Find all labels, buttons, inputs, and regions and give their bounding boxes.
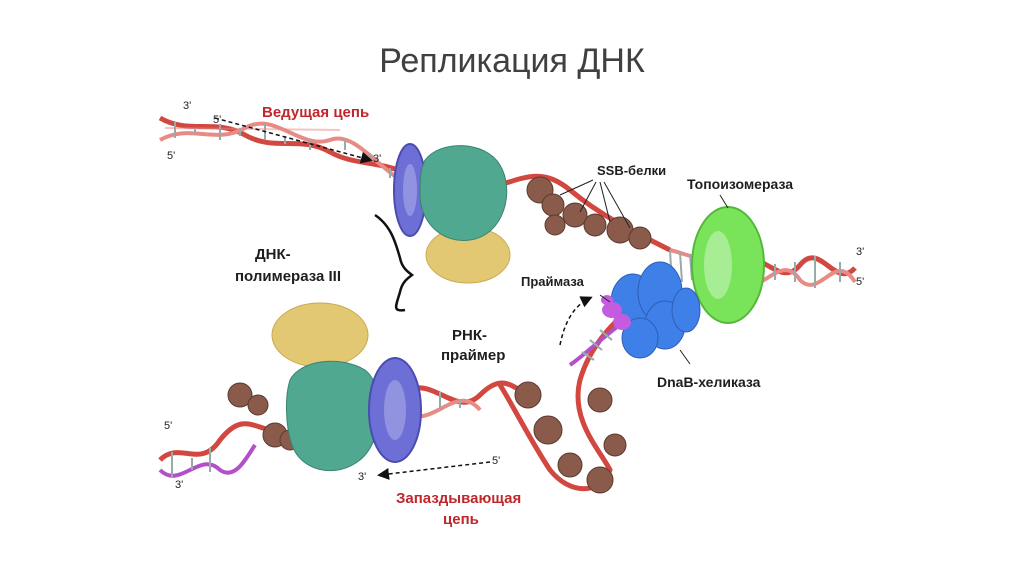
lagging-direction-arrow [377,461,491,480]
primase-label: Праймаза [521,274,584,289]
end-label-5-leading: 5' [213,114,222,126]
rna-primer-label-line2: праймер [441,347,506,364]
helicase-label: DnaB-хеликаза [657,374,761,390]
ssb-pointer-lines [559,179,631,229]
primase-direction-arrow [559,296,593,346]
polymerase-top [393,143,511,284]
end-label-5-top-left: 5' [167,150,176,162]
leading-direction-arrow [214,117,373,164]
leading-strand-helix [158,115,412,187]
lagging-strand-label-line2: цепь [443,511,479,528]
end-label-3-leading: 3' [373,153,382,165]
lagging-strand-label-line1: Запаздывающая [396,490,522,507]
polymerase-bottom [271,302,422,472]
ssb-proteins [227,176,652,494]
topoisomerase [691,206,765,324]
slide-title: Репликация ДНК [379,42,645,80]
polymerase-bracket [374,213,415,312]
ssb-label: SSB-белки [597,163,667,178]
end-label-5-bottom-left: 5' [164,420,173,432]
dnab-helicase [610,261,701,359]
topoisomerase-label: Топоизомераза [687,176,794,192]
rna-primer-label-line1: РНК- [452,327,487,344]
polymerase-label-line2: полимераза III [235,268,341,285]
leading-strand-label: Ведущая цепь [262,104,370,121]
polymerase-label-line1: ДНК- [255,246,291,263]
end-label-3-bottom-left: 3' [175,479,184,491]
end-label-3-right: 3' [856,246,865,258]
end-label-5-right: 5' [856,276,865,288]
end-label-3-top-left: 3' [183,100,192,112]
end-label-5-lagging: 5' [492,455,501,467]
end-label-3-lagging: 3' [358,471,367,483]
label-pointers [599,194,729,365]
